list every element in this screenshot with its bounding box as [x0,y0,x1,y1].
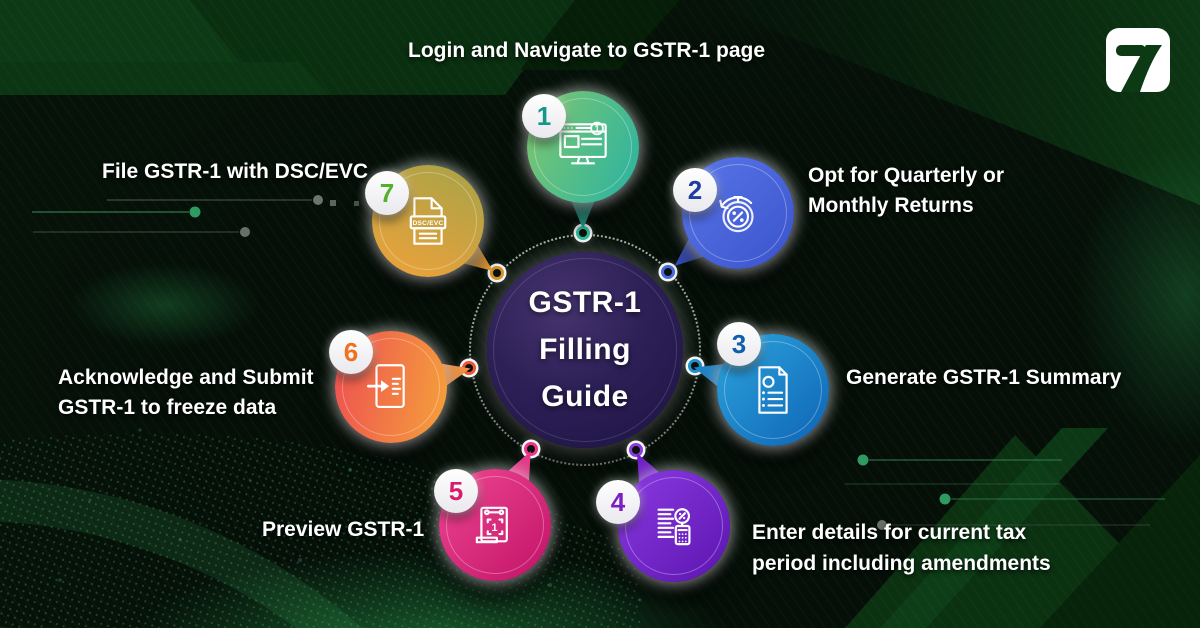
brand-logo [1106,28,1170,92]
step-6-label: Acknowledge and Submit GSTR-1 to freeze … [58,366,314,419]
submit-document-icon [366,364,405,409]
hub-title-line: Guide [541,380,629,413]
circuit-lines-left [32,195,359,237]
step-6-number-badge: 6 [329,330,373,374]
step-7-number-badge: 7 [365,171,409,215]
circuit-lines-right [845,454,1165,530]
step-4-connector-dot [629,443,643,457]
particle-dots [58,428,642,602]
step-5-number-badge: 5 [434,469,478,513]
step-4-number-badge: 4 [596,480,640,524]
dsc-evc-file-icon: DSC/EVC [409,197,447,245]
svg-text:DSC/EVC: DSC/EVC [413,220,444,227]
top-right-panel [700,0,1200,205]
top-left-panels [0,0,680,95]
step-3-label: Generate GSTR-1 Summary [846,366,1122,389]
summary-document-icon [758,366,788,414]
hub-title-line: Filling [539,333,631,366]
hub-title-line: GSTR-1 [528,286,642,319]
bottom-left-wave [0,145,1200,628]
step-1-number-badge: 1 [522,94,566,138]
step-5-connector-dot [524,442,538,456]
step-6-bubble [335,331,447,443]
svg-text:1: 1 [595,124,600,133]
step-2-number-badge: 2 [673,168,717,212]
tax-details-calculator-icon [657,508,691,546]
step-5-label: Preview GSTR-1 [262,518,425,541]
bottom-right-panels [845,428,1200,628]
svg-text:1: 1 [492,522,498,534]
step-1-label: Login and Navigate to GSTR-1 page [408,39,766,62]
step-4-bubble [618,470,730,582]
step-2-connector-dot [661,265,675,279]
step-4-label: Enter details for current tax period inc… [752,521,1051,575]
preview-calendar-icon: 1 [475,506,508,544]
step-7-label: File GSTR-1 with DSC/EVC [102,160,369,183]
step-3-number-badge: 3 [717,322,761,366]
stopwatch-percent-icon [719,196,754,233]
step-2-label: Opt for Quarterly or Monthly Returns [808,164,1005,217]
hub-circle: GSTR-1 Filling Guide [487,252,683,448]
step-7-connector-dot [490,266,504,280]
